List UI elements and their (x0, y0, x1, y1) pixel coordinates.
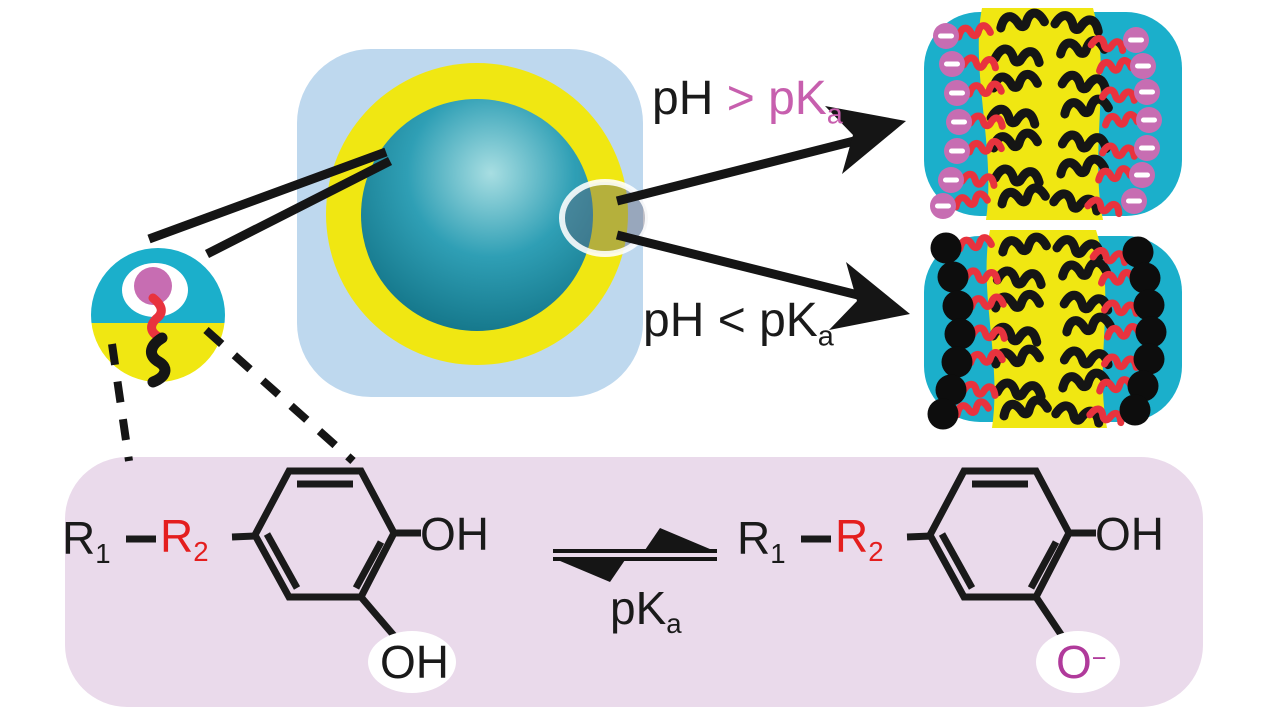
equilibrium-arrows (553, 528, 717, 582)
reaction-panel (65, 457, 1203, 707)
oh-side-label-right: OH (1095, 508, 1164, 560)
core-sphere (361, 99, 593, 331)
catecholate-right-structure (801, 467, 1096, 638)
surfactant-black-tail (146, 332, 171, 388)
o-minus-highlight-ellipse (1036, 631, 1120, 693)
low-ph-text: pH < pK (643, 294, 818, 347)
arrowhead-up (825, 106, 906, 174)
high-ph-subscript: a (826, 98, 843, 131)
bond-o-minus (1033, 595, 1065, 638)
high-ph-pink-text: > pK (726, 72, 827, 125)
pka-text: pK (610, 582, 667, 634)
surfactant-head (134, 267, 172, 305)
nanoparticle-overview (297, 49, 651, 397)
surfactant-red-tail (147, 293, 166, 343)
bond-oh-bottom (358, 594, 399, 641)
o-minus-label-right: O− (1056, 636, 1107, 688)
r2-label-left: R2 (160, 510, 209, 568)
zoom-callout-lines (147, 147, 393, 259)
oh-highlight-ellipse (368, 631, 456, 693)
r1-label-right: R1 (737, 512, 786, 570)
pka-label: pKa (610, 584, 682, 639)
low-ph-arrow (615, 230, 910, 330)
oh-side-label-left: OH (420, 508, 489, 560)
r2-label-right: R2 (835, 510, 884, 568)
catechol-left-structure (126, 467, 421, 641)
r1-label-left: R1 (62, 512, 111, 570)
low-ph-label: pH < pKa (643, 294, 834, 353)
bilayer-deprotonated (924, 8, 1182, 220)
high-ph-text: pH (652, 72, 727, 125)
oh-bottom-label-left: OH (380, 636, 449, 688)
bilayer-protonated (924, 230, 1182, 430)
low-ph-subscript: a (817, 320, 834, 353)
high-ph-arrow (615, 106, 906, 206)
arrowhead-down (829, 262, 910, 330)
dashed-callout-lines (108, 327, 356, 464)
high-ph-label: pH > pKa (652, 72, 843, 131)
surfactant-zoom-circle (91, 248, 225, 388)
pka-subscript: a (666, 608, 682, 640)
